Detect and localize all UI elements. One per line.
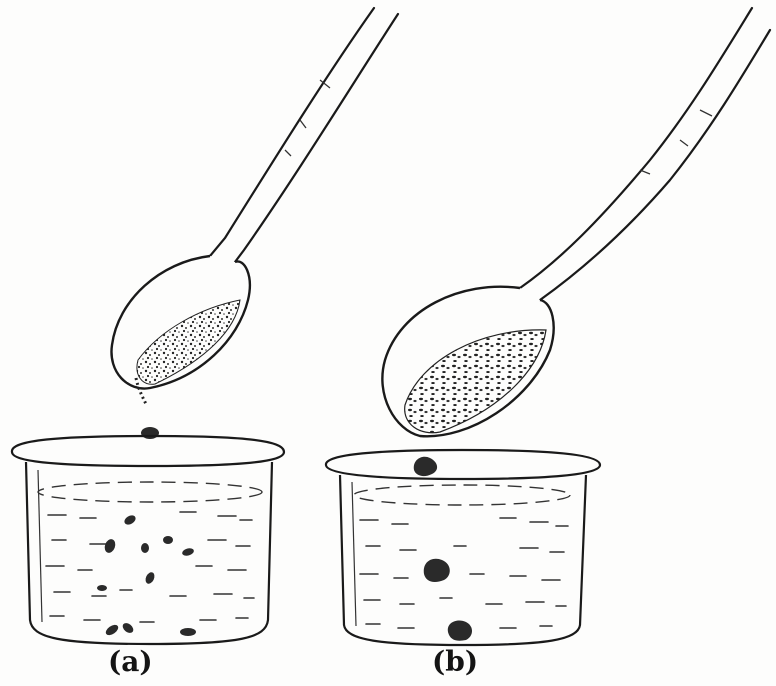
spoon-a-handle [210, 8, 398, 262]
panel-label-b: (b) [432, 648, 478, 676]
spoon-b-handle [520, 8, 770, 300]
water-a [46, 512, 254, 622]
beaker-b [326, 450, 600, 645]
sinking-particles-a [97, 514, 196, 638]
lump-at-rim-b [414, 457, 437, 476]
lump-at-bottom [448, 620, 472, 640]
panel-b [326, 8, 770, 645]
water-b [360, 518, 568, 628]
powder-lump-at-rim [141, 427, 159, 439]
lump-mid-water [424, 559, 450, 582]
panel-a [12, 8, 398, 644]
beaker-a [12, 436, 284, 644]
panel-label-a: (a) [108, 648, 153, 676]
